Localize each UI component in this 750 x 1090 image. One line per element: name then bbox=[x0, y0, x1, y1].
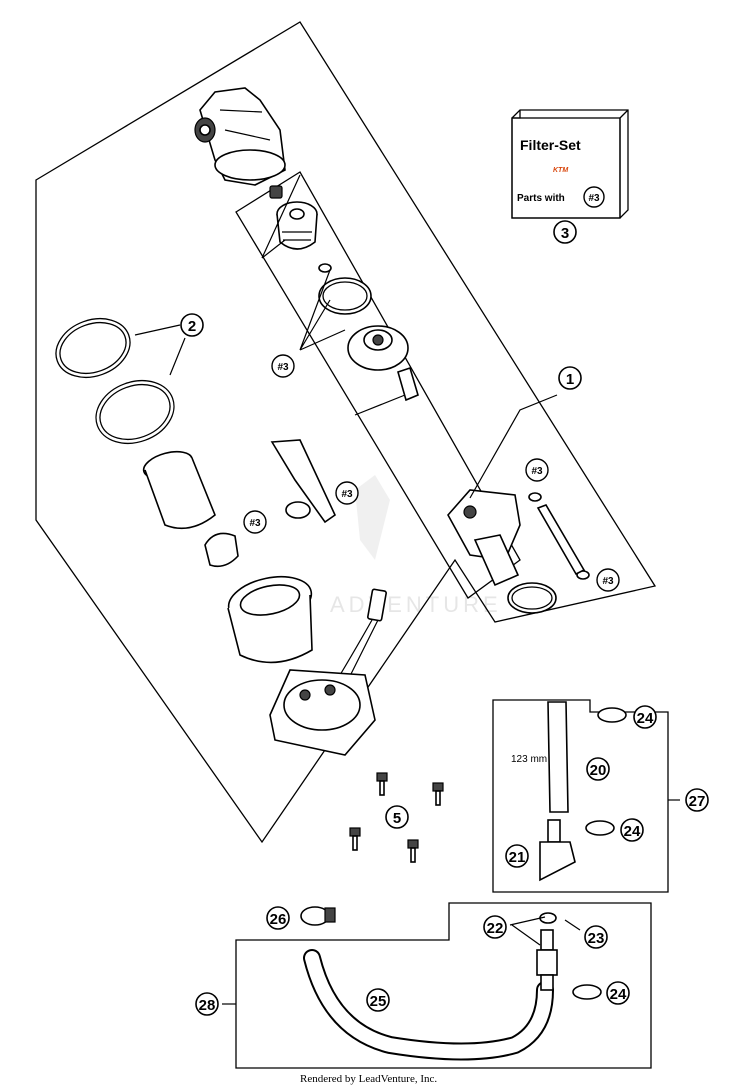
svg-text:25: 25 bbox=[370, 993, 387, 1010]
fitting-22 bbox=[536, 929, 558, 991]
callout-21: 21 bbox=[505, 844, 529, 868]
svg-text:28: 28 bbox=[199, 997, 216, 1014]
filter-ref-2: #3 bbox=[525, 458, 549, 482]
filter-ref-3: #3 bbox=[335, 481, 359, 505]
hose-20 bbox=[547, 701, 569, 813]
callout-5: 5 bbox=[385, 805, 409, 829]
callout-26: 26 bbox=[266, 906, 290, 930]
svg-text:24: 24 bbox=[610, 986, 627, 1003]
clamp-piece bbox=[285, 501, 311, 519]
filter-ref-4: #3 bbox=[243, 510, 267, 534]
svg-text:27: 27 bbox=[689, 793, 706, 810]
svg-text:24: 24 bbox=[637, 710, 654, 727]
bolts-part-5 bbox=[349, 772, 444, 863]
svg-text:#3: #3 bbox=[531, 466, 543, 477]
callout-28: 28 bbox=[195, 992, 219, 1016]
medium-o-ring bbox=[318, 277, 372, 315]
pump-head bbox=[194, 87, 286, 186]
callout-24a: 24 bbox=[633, 705, 657, 729]
svg-text:23: 23 bbox=[588, 930, 605, 947]
clamp-24b bbox=[585, 820, 615, 836]
svg-text:#3: #3 bbox=[249, 518, 261, 529]
pump-housing bbox=[227, 575, 313, 664]
svg-text:22: 22 bbox=[487, 920, 504, 937]
callout-3: 3 bbox=[553, 220, 577, 244]
callout-1: 1 bbox=[558, 366, 582, 390]
callout-23: 23 bbox=[584, 925, 608, 949]
clamp-24c bbox=[572, 984, 602, 1000]
svg-text:#3: #3 bbox=[277, 362, 289, 373]
small-o-ring bbox=[318, 263, 332, 273]
brand-logo: KTM bbox=[553, 167, 568, 174]
pump-flange bbox=[269, 669, 376, 756]
callout-20: 20 bbox=[586, 757, 610, 781]
svg-text:1: 1 bbox=[566, 371, 574, 388]
pressure-regulator bbox=[347, 325, 409, 371]
svg-text:#3: #3 bbox=[341, 489, 353, 500]
callout-22: 22 bbox=[483, 915, 507, 939]
assembly-frame-1 bbox=[35, 21, 657, 844]
small-nut bbox=[269, 185, 283, 199]
callout-27: 27 bbox=[685, 788, 709, 812]
hose-25 bbox=[303, 949, 554, 1061]
part-2-o-rings bbox=[55, 318, 186, 444]
kit-27-frame bbox=[492, 699, 669, 893]
filter-ref-text: #3 bbox=[588, 193, 600, 204]
svg-text:26: 26 bbox=[270, 911, 287, 928]
filter-ref-1: #3 bbox=[271, 354, 295, 378]
rod bbox=[536, 504, 586, 576]
bottom-o-ring bbox=[507, 582, 557, 614]
svg-text:2: 2 bbox=[188, 318, 196, 335]
clamp-24a bbox=[597, 707, 627, 723]
clamp-26 bbox=[300, 906, 336, 926]
dimension-label: 123 mm bbox=[511, 754, 547, 765]
electric-motor bbox=[447, 489, 521, 587]
svg-text:5: 5 bbox=[393, 810, 401, 827]
svg-text:21: 21 bbox=[509, 849, 526, 866]
parts-with-label: Parts with bbox=[517, 193, 565, 204]
svg-text:3: 3 bbox=[561, 225, 569, 242]
watermark: ADVENTURE bbox=[330, 475, 502, 617]
filter-sock bbox=[142, 450, 216, 530]
svg-text:24: 24 bbox=[624, 823, 641, 840]
footer-credit: Rendered by LeadVenture, Inc. bbox=[300, 1073, 437, 1085]
filter-ref-circle bbox=[583, 186, 605, 208]
tiny-o-ring-a bbox=[528, 492, 542, 502]
filter-set-box: Filter-Set KTM Parts with #3 bbox=[511, 109, 629, 219]
regulator-tube bbox=[397, 366, 419, 402]
callout-25: 25 bbox=[366, 988, 390, 1012]
strainer-blade bbox=[270, 439, 337, 524]
filter-ref-5: #3 bbox=[596, 568, 620, 592]
watermark-text: ADVENTURE bbox=[330, 592, 502, 617]
fitting-21 bbox=[539, 819, 576, 882]
svg-text:#3: #3 bbox=[602, 576, 614, 587]
sub-frame bbox=[235, 171, 521, 599]
leader-lines-a bbox=[261, 174, 346, 351]
svg-text:20: 20 bbox=[590, 762, 607, 779]
kit-28-frame bbox=[235, 902, 652, 1069]
filter-set-title: Filter-Set bbox=[520, 137, 581, 153]
callout-24c: 24 bbox=[606, 981, 630, 1005]
callout-2: 2 bbox=[180, 313, 204, 337]
c-clip bbox=[204, 532, 239, 568]
callout-24b: 24 bbox=[620, 818, 644, 842]
filter-element bbox=[276, 201, 318, 250]
